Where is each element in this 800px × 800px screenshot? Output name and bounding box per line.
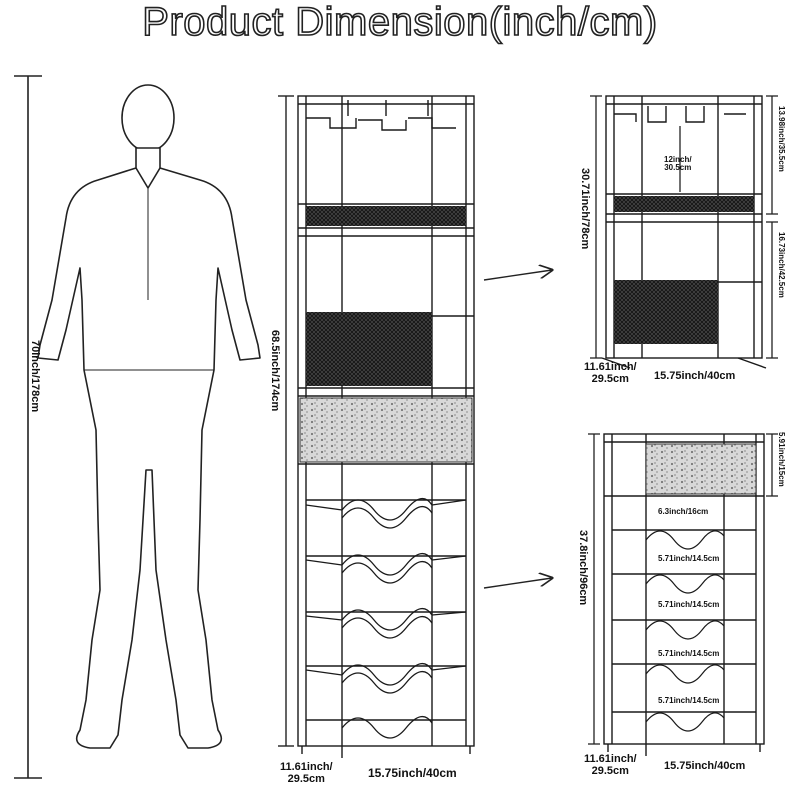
person-silhouette-icon (37, 84, 261, 749)
bottom-unit-bottle-rows (645, 530, 725, 732)
full-rack-width-label: 15.75inch/40cm (368, 766, 457, 780)
top-unit-shelf-gap-label: 12inch/ 30.5cm (664, 155, 692, 173)
full-rack-height-dimension (278, 95, 294, 747)
bottom-unit-row-1-label: 6.3inch/16cm (658, 507, 709, 516)
top-unit-mesh-basket (614, 280, 718, 344)
arrow-right-icon (483, 270, 552, 281)
full-rack-bottle-rows (305, 498, 467, 739)
bottom-unit-row-4-label: 5.71inch/14.5cm (658, 649, 720, 658)
bottom-unit-drawer-label: 5.91inch/15cm (777, 432, 786, 487)
top-unit-mesh-top (614, 196, 754, 212)
full-rack-drawer (299, 397, 473, 463)
full-rack-mesh-top (306, 206, 466, 226)
full-rack-depth-label: 11.61inch/ 29.5cm (280, 761, 333, 785)
full-rack-height-label: 68.5inch/174cm (269, 330, 281, 412)
page-title: Product Dimension(inch/cm) (141, 0, 658, 45)
bottom-unit-height-label: 37.8inch/96cm (577, 530, 589, 606)
top-unit-upper-section-label: 13.98inch/35.5cm (777, 106, 786, 172)
top-unit-width-label: 15.75inch/40cm (654, 370, 736, 382)
bottom-unit-drawer (645, 443, 757, 495)
person-height-label: 70inch/178cm (29, 340, 41, 413)
bottom-unit-row-5-label: 5.71inch/14.5cm (658, 696, 720, 705)
bottom-unit-width-label: 15.75inch/40cm (664, 760, 746, 772)
bottom-unit-depth-label: 11.61inch/ 29.5cm (584, 753, 637, 777)
full-rack-mesh-basket (306, 312, 432, 386)
bottom-unit-row-3-label: 5.71inch/14.5cm (658, 600, 720, 609)
bottom-unit-dimensions (588, 433, 778, 745)
top-unit-lower-section-label: 16.73inch/42.5cm (777, 232, 786, 298)
bottom-unit-row-2-label: 5.71inch/14.5cm (658, 554, 720, 563)
bottom-unit-drawing (603, 433, 765, 756)
person-height-dimension (14, 75, 42, 779)
top-unit-dimensions (590, 95, 778, 359)
arrow-right-icon (483, 578, 552, 589)
top-unit-height-label: 30.71inch/78cm (579, 168, 591, 250)
top-unit-depth-label: 11.61inch/ 29.5cm (584, 361, 637, 385)
top-unit-drawing (601, 95, 767, 369)
